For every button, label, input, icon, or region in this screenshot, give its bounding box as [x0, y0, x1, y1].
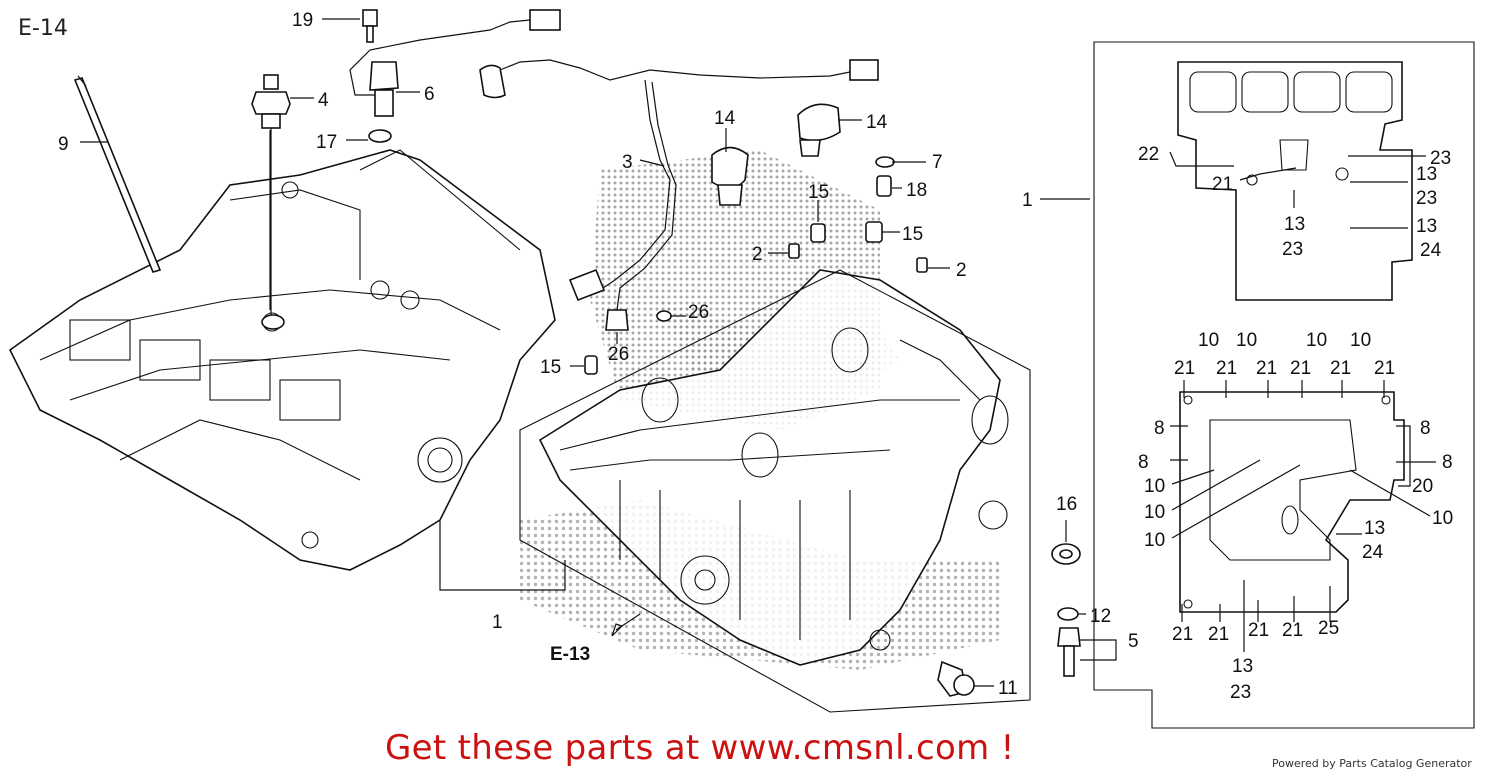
- callout-15-mid: 15: [902, 224, 923, 245]
- callout-9: 9: [58, 134, 69, 155]
- label-13-c: 13: [1416, 216, 1437, 237]
- label-21-c: 21: [1256, 358, 1277, 379]
- label-20: 20: [1412, 476, 1433, 497]
- callout-4: 4: [318, 90, 329, 111]
- stud-bolt-9: [73, 75, 162, 273]
- ref-e13: E-13: [550, 644, 590, 665]
- label-13-a: 13: [1416, 164, 1437, 185]
- small-parts: [584, 156, 1081, 697]
- callout-17: 17: [316, 132, 337, 153]
- label-8-a: 8: [1154, 418, 1165, 439]
- label-10-a: 10: [1198, 330, 1219, 351]
- label-25: 25: [1318, 618, 1339, 639]
- label-21-j: 21: [1282, 620, 1303, 641]
- callout-26-left: 26: [608, 344, 629, 365]
- leader-lines: [80, 18, 1117, 687]
- label-10-h: 10: [1432, 508, 1453, 529]
- label-10-e: 10: [1144, 476, 1165, 497]
- label-23-b: 23: [1416, 188, 1437, 209]
- label-21-g: 21: [1172, 624, 1193, 645]
- label-8-d: 8: [1442, 452, 1453, 473]
- upper-crankcase: [8, 149, 556, 571]
- callout-12: 12: [1090, 606, 1111, 627]
- label-10-b: 10: [1236, 330, 1257, 351]
- label-13-e: 13: [1232, 656, 1253, 677]
- label-13-b: 13: [1284, 214, 1305, 235]
- callout-1-gasket-set: 1: [1022, 190, 1033, 211]
- label-23-d: 23: [1230, 682, 1251, 703]
- label-21: 21: [1212, 174, 1233, 195]
- page-title: E-14: [18, 16, 68, 41]
- label-10-f: 10: [1144, 502, 1165, 523]
- part-callouts: 19 4 6 9 17 3 14 14 7 18 15 15 2 2 26 26…: [58, 10, 1139, 699]
- label-10-g: 10: [1144, 530, 1165, 551]
- callout-6: 6: [424, 84, 435, 105]
- label-21-i: 21: [1248, 620, 1269, 641]
- assembly-outline: [519, 269, 1031, 713]
- callout-11: 11: [998, 678, 1018, 699]
- label-21-a: 21: [1174, 358, 1195, 379]
- clamp-14-left: [711, 146, 749, 206]
- gasket-set-frame: [1093, 41, 1475, 729]
- lower-gasket-labels: 10 10 10 10 21 21 21 21 21 21 8 8 8 8 20…: [1138, 330, 1453, 703]
- gasket-leaders: [1169, 151, 1436, 652]
- callout-19: 19: [292, 10, 313, 31]
- label-21-f: 21: [1374, 358, 1395, 379]
- label-21-b: 21: [1216, 358, 1237, 379]
- wire-harness-3: [349, 9, 879, 331]
- upper-gasket: [1177, 61, 1413, 301]
- label-23-a: 23: [1430, 148, 1451, 169]
- label-24-b: 24: [1362, 542, 1384, 563]
- callout-15-left: 15: [540, 357, 561, 378]
- upper-gasket-labels: 22 23 21 13 23 13 23 13 24: [1138, 144, 1451, 261]
- callout-3: 3: [622, 152, 633, 173]
- callout-26-right: 26: [688, 302, 709, 323]
- label-23-c: 23: [1282, 239, 1303, 260]
- clamp-14-right: [797, 103, 841, 157]
- callout-14-left: 14: [714, 108, 736, 129]
- label-21-h: 21: [1208, 624, 1229, 645]
- label-21-e: 21: [1330, 358, 1351, 379]
- lower-crankcase: [538, 269, 1009, 666]
- label-8-c: 8: [1420, 418, 1431, 439]
- oil-pressure-switch-4: [251, 74, 291, 330]
- callout-18: 18: [906, 180, 927, 201]
- promo-link[interactable]: Get these parts at www.cmsnl.com !: [385, 728, 1015, 768]
- callout-14-right: 14: [866, 112, 888, 133]
- callout-2-left: 2: [752, 244, 763, 265]
- label-10-c: 10: [1306, 330, 1327, 351]
- lower-gasket: [1179, 391, 1405, 613]
- sensor-6: [368, 61, 399, 143]
- credit-text: Powered by Parts Catalog Generator: [1272, 757, 1472, 770]
- callout-7: 7: [932, 152, 943, 173]
- callout-16: 16: [1056, 494, 1077, 515]
- label-22: 22: [1138, 144, 1159, 165]
- label-10-d: 10: [1350, 330, 1371, 351]
- label-21-d: 21: [1290, 358, 1311, 379]
- callout-2-right: 2: [956, 260, 967, 281]
- callout-5: 5: [1128, 631, 1139, 652]
- callout-1-crankcase: 1: [492, 612, 503, 633]
- label-13-d: 13: [1364, 518, 1385, 539]
- callout-15-top: 15: [808, 182, 829, 203]
- label-8-b: 8: [1138, 452, 1149, 473]
- label-24: 24: [1420, 240, 1442, 261]
